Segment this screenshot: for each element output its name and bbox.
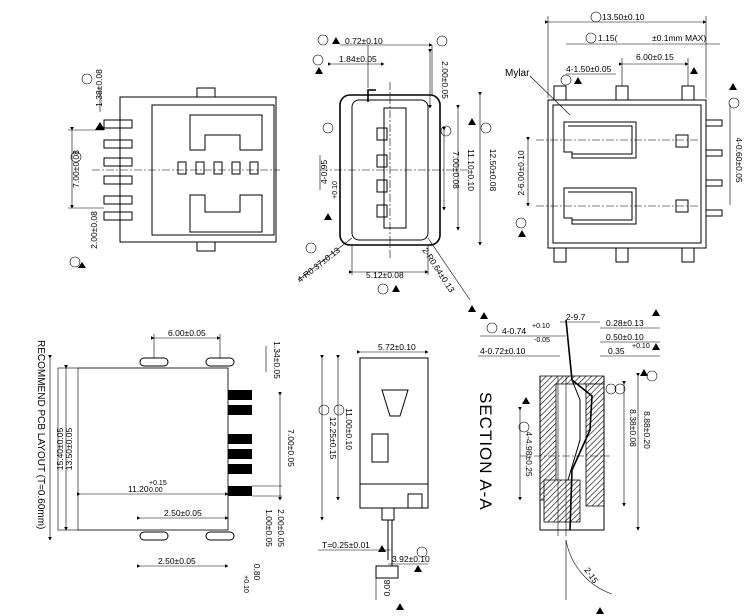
pcb-dim-2-00: 2.00±0.05	[276, 509, 286, 547]
pcb-dim-11-20: 11.20	[128, 484, 149, 494]
pcb-pads	[228, 390, 252, 496]
dim-6-00: 6.00±0.15	[636, 52, 674, 62]
sec-dim-0-28: 0.28±0.13	[606, 318, 644, 328]
dim-7-00: 7.00±0.08	[71, 150, 81, 188]
pcb-dim-1-34: 1.34±0.05	[272, 341, 282, 379]
dim-4-r0-37: 4-R0.37±0.13	[295, 245, 342, 285]
section-view: SECTION A-A 2-9.7 4-0.74 +0.10 -0.05 4-0…	[476, 309, 660, 614]
dim-12-50: 12.50±0.08	[488, 149, 498, 192]
top-right-view: 13.50±0.10 1.15( ±0.1mm MAX) 6.00±0.15 4…	[505, 11, 744, 263]
sec-dim-2-15: 2-15	[582, 565, 600, 585]
dim-11-10: 11.10±0.10	[466, 149, 476, 191]
sec-dim-4-4-98: 4-4.98±0.25	[524, 431, 534, 477]
dim-2-r0-64: 2-R0.64±0.13	[420, 246, 457, 295]
pcb-dim-11-20-tol-m: 0.00	[149, 487, 163, 494]
sec-dim-8-88: 8.88±0.20	[642, 411, 652, 449]
pcb-dim-7-00: 7.00±0.05	[286, 429, 296, 467]
side-dim-0-08: 0.08	[382, 579, 392, 596]
dim-2-6-00: 2-6.00±0.10	[516, 150, 526, 196]
side-dim-11-00: 11.00±0.10	[344, 408, 354, 450]
dim-7-00-08: 7.00±0.08	[451, 151, 461, 189]
side-dim-t: T=0.25±0.01	[322, 540, 370, 550]
dim-5-12: 5.12±0.08	[366, 270, 404, 280]
dim-13-50: 13.50±0.10	[602, 12, 645, 22]
sec-dim-4-0-74-tol-m: -0.05	[534, 337, 550, 344]
pcb-dim-0-80: 0.80	[252, 564, 262, 581]
pcb-layout-view: RECOMMEND PCB LAYOUT (T=0.60mm) 6.00±0.0…	[35, 328, 296, 593]
section-title: SECTION A-A	[476, 392, 495, 511]
pcb-dim-13-50: 13.50±0.05	[64, 427, 74, 470]
side-dim-5-72: 5.72±0.10	[378, 342, 416, 352]
mylar-label: Mylar	[505, 68, 530, 79]
pcb-dim-6-00: 6.00±0.05	[168, 328, 206, 338]
sec-dim-2-9-7: 2-9.7	[566, 312, 586, 322]
dim-1-15: 1.15(	[598, 33, 618, 43]
sec-dim-0-35-tol-p: +0.10	[632, 343, 650, 350]
pcb-dim-11-20-tol-p: +0.15	[149, 480, 167, 487]
pcb-dim-2-50: 2.50±0.05	[164, 508, 202, 518]
pcb-dim-2-50-b: 2.50±0.05	[158, 556, 196, 566]
sec-dim-0-50: 0.50±0.10	[606, 332, 644, 342]
top-left-view: 7.00±0.08 1.38±0.08 2.00±0.08	[68, 69, 280, 268]
pcb-dim-15-40: 15.40±0.05	[55, 427, 65, 470]
dim-0-72: 0.72±0.10	[345, 36, 383, 46]
pcb-title: RECOMMEND PCB LAYOUT (T=0.60mm)	[35, 340, 46, 529]
dim-4-0-60: 4-0.60±0.05	[734, 137, 744, 183]
dim-2-00: 2.00±0.08	[89, 211, 99, 249]
sec-dim-0-35: 0.35	[608, 346, 625, 356]
dim-1-38: 1.38±0.08	[94, 69, 104, 107]
dim-2-00-05: 2.00±0.05	[440, 61, 450, 99]
dim-4-0-95: 4-0.95	[319, 160, 329, 184]
sec-dim-8-38: 8.38±0.08	[628, 409, 638, 447]
dim-1-84: 1.84±0.05	[339, 54, 377, 64]
pins-left	[103, 119, 133, 221]
sec-dim-4-0-74: 4-0.74	[502, 326, 526, 336]
front-view: 0.72±0.10 1.84±0.05 2.00±0.05 11.10±0.10…	[295, 34, 498, 312]
pcb-dim-1-00: 1.00±0.05	[264, 509, 274, 547]
tol-plus: +0.10	[332, 181, 339, 199]
contacts-row	[177, 161, 259, 175]
sec-dim-4-0-72: 4-0.72±0.10	[480, 346, 526, 356]
side-dim-3-92: 3.92±0.10	[392, 554, 430, 564]
side-view: 5.72±0.10 11.00±0.10 12.25±0.15 T=0.25±0…	[318, 342, 430, 610]
sec-dim-4-0-74-tol-p: +0.10	[532, 323, 550, 330]
side-dim-12-25: 12.25±0.15	[328, 417, 338, 460]
pcb-dim-0-80-tol-p: +0.10	[242, 575, 249, 593]
dim-4-1-50: 4-1.50±0.05	[566, 64, 612, 74]
dim-1-15-tail: ±0.1mm MAX)	[652, 33, 706, 43]
